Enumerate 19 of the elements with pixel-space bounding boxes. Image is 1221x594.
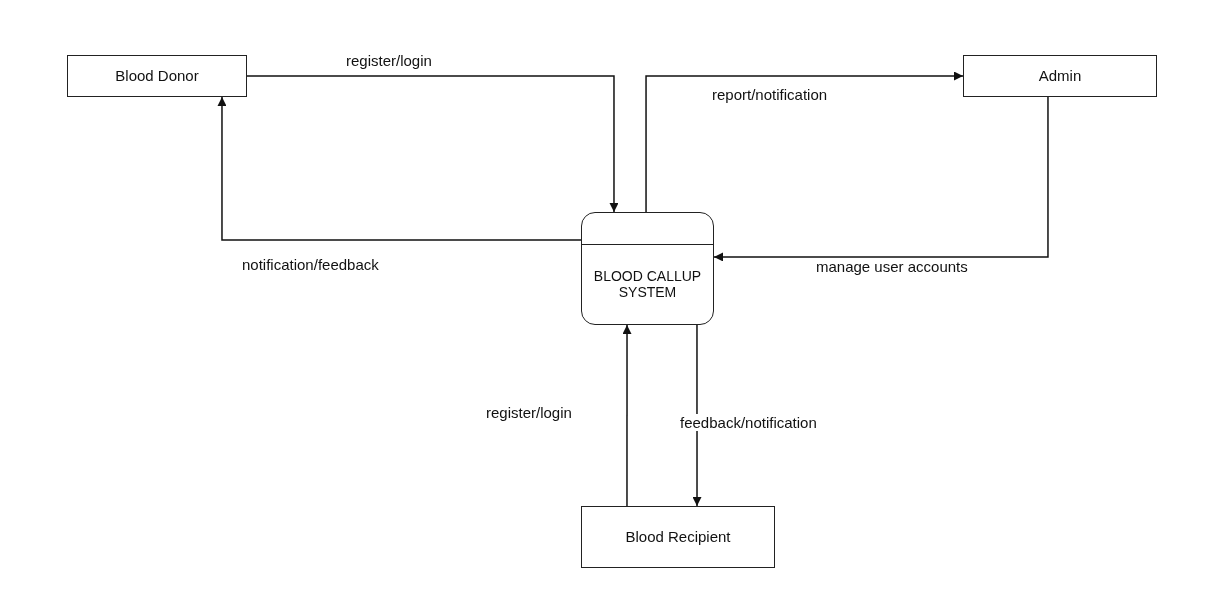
node-label: Blood Donor xyxy=(114,67,200,85)
edge-label: feedback/notification xyxy=(678,414,819,431)
entity-box xyxy=(581,506,775,568)
arrow xyxy=(645,71,964,213)
edge-label: report/notification xyxy=(710,86,830,103)
arrow xyxy=(713,96,1049,262)
node-label: BLOOD CALLUP SYSTEM xyxy=(592,267,703,301)
arrow xyxy=(217,96,582,241)
entity-box xyxy=(963,55,1157,97)
edge-label: notification/feedback xyxy=(240,256,381,273)
arrow xyxy=(692,324,702,507)
edge-label: register/login xyxy=(344,52,434,69)
edge-label: register/login xyxy=(484,404,574,421)
arrow xyxy=(622,324,632,507)
entity-box xyxy=(67,55,247,97)
node-label: Blood Recipient xyxy=(624,528,732,546)
process-box xyxy=(581,212,714,325)
arrow xyxy=(246,75,619,213)
node-label: Admin xyxy=(1037,67,1083,85)
